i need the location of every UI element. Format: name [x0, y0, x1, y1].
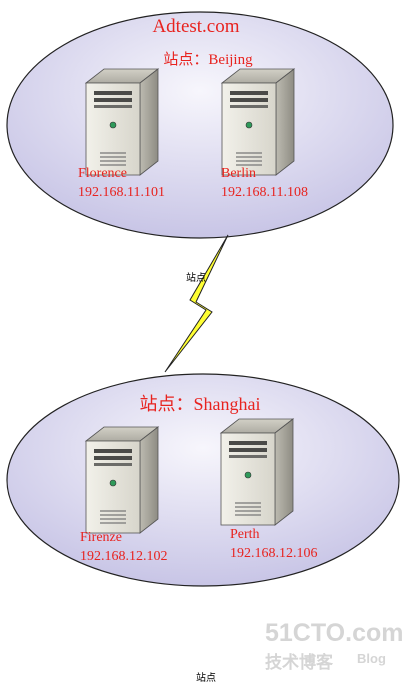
server-berlin-ip: 192.168.11.108: [221, 185, 308, 200]
server-perth-ip: 192.168.12.106: [230, 546, 318, 561]
watermark-subtitle: 技术博客: [265, 652, 334, 673]
wan-link-lightning-icon: [164, 234, 229, 373]
server-firenze-icon: [85, 426, 159, 534]
bottom-caption: 站点: [196, 671, 216, 684]
server-firenze-ip: 192.168.12.102: [80, 549, 168, 564]
domain-title: Adtest.com: [152, 16, 239, 37]
watermark-blog: Blog: [357, 651, 386, 666]
server-perth-name: Perth: [230, 527, 260, 542]
site-shanghai-label: 站点：Shanghai: [140, 394, 261, 414]
server-firenze-name: Firenze: [80, 530, 122, 545]
server-florence-ip: 192.168.11.101: [78, 185, 165, 200]
server-florence-name: Florence: [78, 166, 127, 181]
watermark: 51CTO.com 技术博客 Blog: [265, 619, 402, 673]
server-berlin-name: Berlin: [221, 166, 256, 181]
server-berlin-icon: [221, 68, 295, 176]
site-beijing-ellipse: [6, 11, 394, 239]
server-perth-icon: [220, 418, 294, 526]
site-beijing-label: 站点：Beijing: [163, 51, 253, 68]
link-label: 站点: [186, 271, 206, 284]
watermark-brand: 51CTO.com: [265, 619, 402, 647]
server-florence-icon: [85, 68, 159, 176]
